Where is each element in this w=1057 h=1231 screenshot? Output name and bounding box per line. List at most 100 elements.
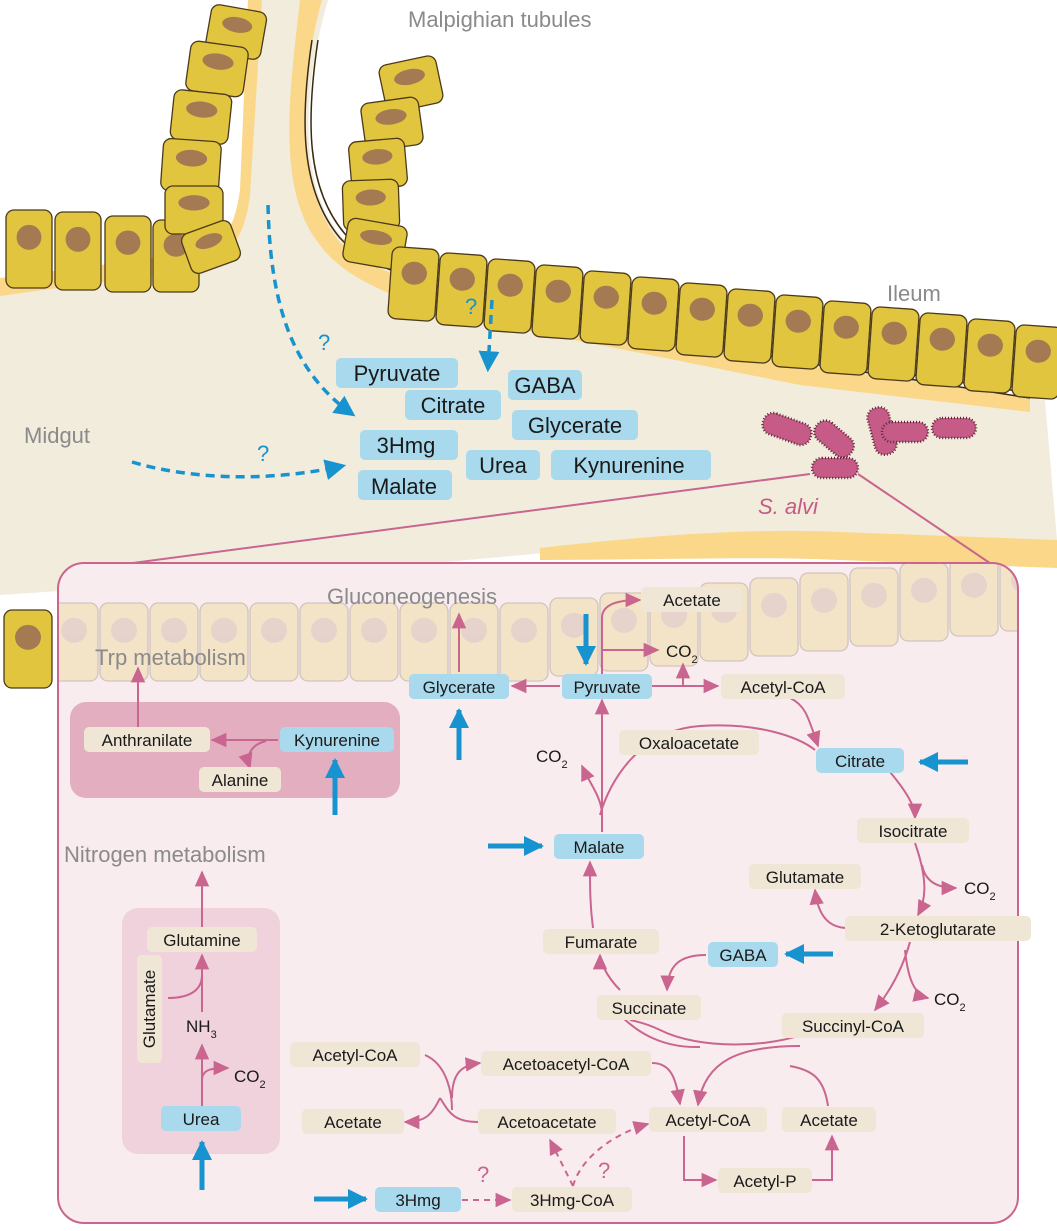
hmgcoa-to-acetylcoa-arrow — [572, 1121, 650, 1187]
epithelial-cell — [58, 602, 99, 682]
epithelial-cell — [749, 577, 799, 657]
epithelial-cell — [185, 40, 249, 98]
epithelial-cell — [435, 252, 488, 328]
cell-nucleus — [15, 624, 41, 650]
ketoglutarate-to-succinylcoa-arc — [874, 941, 911, 1012]
glycerate-label: Glycerate — [423, 678, 496, 697]
cell-nucleus — [16, 224, 42, 250]
cell-nucleus — [211, 617, 237, 643]
zoom-line-right — [857, 473, 1013, 579]
cell-nucleus — [65, 226, 91, 252]
hmg-question-mark: ? — [477, 1162, 489, 1187]
succinylcoa-to-succinate-arc — [629, 1019, 811, 1046]
hmgcoa-question-mark: ? — [598, 1158, 610, 1183]
acetate-to-acetylcoa-arc — [789, 1065, 829, 1107]
epithelial-cell — [399, 602, 449, 682]
cell-nucleus — [360, 230, 393, 245]
glutamate-merge-arrow — [167, 974, 203, 999]
malate-label: Malate — [573, 838, 624, 857]
isocitrate-node — [857, 818, 969, 843]
glutamate-node — [749, 864, 861, 889]
acetylcoa-top-label: Acetyl-CoA — [740, 678, 826, 697]
malate-node — [554, 834, 644, 859]
epithelial-cell — [549, 597, 599, 677]
cell-nucleus — [61, 617, 87, 643]
cell-nucleus — [361, 617, 387, 643]
cell-nucleus — [401, 261, 427, 285]
lumen-glycerate-box — [512, 410, 638, 440]
malate-co2-main: CO — [536, 747, 562, 766]
fumarate-node — [543, 929, 659, 954]
inset-ghost-cells — [58, 563, 1018, 682]
nh3-main: NH — [186, 1017, 211, 1036]
cell-nucleus — [641, 291, 667, 315]
s-alvi-cell — [880, 420, 930, 444]
nitrogen-co2-label: CO2 — [234, 1067, 266, 1091]
lumen-kynurenine: Kynurenine — [573, 453, 684, 478]
gaba-to-succinate-arrow — [660, 954, 707, 992]
epithelial-cell — [249, 602, 299, 682]
epithelial-cell — [867, 306, 920, 382]
epithelial-cell — [149, 602, 199, 682]
malate-co2-sub: 2 — [562, 759, 568, 771]
malate-co2-label: CO2 — [536, 747, 568, 771]
lumen-metabolites: Pyruvate Citrate GABA Glycerate 3Hmg Ure… — [336, 358, 711, 500]
cell-nucleus — [202, 53, 234, 70]
acetylp-node — [718, 1168, 812, 1193]
cell-nucleus — [785, 309, 811, 333]
cell-nucleus — [737, 303, 763, 327]
citrate-to-isocitrate-arc — [889, 771, 923, 820]
epithelial-cell — [449, 602, 499, 682]
cell-nucleus — [411, 617, 437, 643]
cell-nucleus — [861, 582, 887, 608]
metabolism-inset: Gluconeogenesis Trp metabolism Nitrogen … — [57, 562, 1031, 1224]
gluconeogenesis-title: Gluconeogenesis — [327, 584, 497, 609]
epithelial-cell — [164, 185, 224, 235]
hmgcoa-label: 3Hmg-CoA — [530, 1191, 615, 1210]
epithelial-cell — [579, 270, 632, 346]
question-mark-2: ? — [465, 294, 477, 319]
epithelial-cells — [3, 4, 1057, 689]
nitrogen-co2-main: CO — [234, 1067, 260, 1086]
s-alvi-label: S. alvi — [758, 494, 819, 519]
uptake-arrows — [192, 614, 968, 1209]
cell-nucleus — [311, 617, 337, 643]
cell-nucleus — [375, 108, 407, 125]
acetoacetate-to-acetate-arrow — [405, 1097, 479, 1122]
lumen-malate: Malate — [371, 474, 437, 499]
acetylcoa-left-node — [290, 1042, 420, 1067]
acetoacetylcoa-from-acetylcoa-arrow — [451, 1057, 482, 1099]
pyruvate-co2-sub: 2 — [692, 654, 698, 666]
cell-nucleus — [111, 617, 137, 643]
epithelial-cell — [949, 563, 999, 637]
acetylcoa-left-label: Acetyl-CoA — [312, 1046, 398, 1065]
gut-tissue — [0, 0, 1057, 689]
isocitrate-label: Isocitrate — [879, 822, 948, 841]
urea-label: Urea — [183, 1110, 220, 1129]
epithelial-cell — [1011, 324, 1057, 400]
cell-nucleus — [1011, 567, 1018, 593]
succinate-from-arc — [619, 1014, 701, 1049]
cycle-to-acetylcoa-arrow — [693, 1045, 801, 1107]
pyruvate-label: Pyruvate — [573, 678, 640, 697]
lumen-pyruvate-box — [336, 358, 458, 388]
cell-nucleus — [178, 195, 210, 211]
ketoglutarate-node — [845, 916, 1031, 941]
cell-nucleus — [461, 617, 487, 643]
inset-border — [57, 562, 1019, 1224]
cell-nucleus — [593, 285, 619, 309]
fumarate-label: Fumarate — [565, 933, 638, 952]
acetate-left-node — [302, 1109, 404, 1134]
cell-nucleus — [175, 149, 208, 167]
lumen-pyruvate: Pyruvate — [354, 361, 441, 386]
question-mark-3: ? — [257, 441, 269, 466]
oxaloacetate-label: Oxaloacetate — [639, 734, 739, 753]
oxaloacetate-to-citrate-arc — [599, 724, 816, 816]
zoom-line-left — [63, 473, 811, 573]
citrate-label: Citrate — [835, 752, 885, 771]
epithelial-cell — [627, 276, 680, 352]
malpighian-label: Malpighian tubules — [408, 7, 591, 32]
cell-nucleus — [222, 16, 253, 33]
